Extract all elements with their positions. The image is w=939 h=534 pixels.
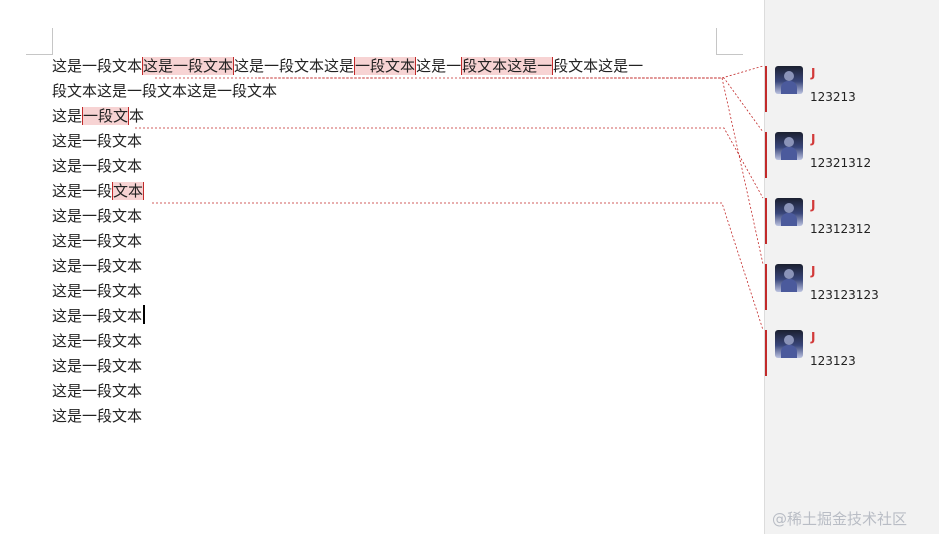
comment-marker-bar: [765, 198, 767, 244]
commented-text: 文本: [112, 182, 145, 200]
avatar[interactable]: [775, 330, 803, 358]
text-run: 这是一段文本: [52, 207, 143, 225]
text-run: 这是一段文本: [52, 282, 143, 300]
text-run: 这是一段文本这是: [234, 57, 355, 75]
page-corner-mark-right: [716, 28, 743, 55]
comment-marker-bar: [765, 330, 767, 376]
text-run: 这是一段文本: [52, 407, 143, 425]
comment-author: J: [811, 66, 816, 80]
document-line[interactable]: 这是一段文本: [52, 154, 724, 179]
comment-card[interactable]: J 12312312: [765, 198, 939, 244]
document-line[interactable]: 这是一段文本: [52, 204, 724, 229]
comment-author: J: [811, 330, 816, 344]
document-line[interactable]: 这是一段文本: [52, 104, 724, 129]
document-line[interactable]: 这是一段文本: [52, 279, 724, 304]
document-line[interactable]: 这是一段文本这是一段文本这是一段文本这是一段文本这是一段文本这是一段文本这是一: [52, 54, 724, 79]
document-page: 这是一段文本这是一段文本这是一段文本这是一段文本这是一段文本这是一段文本这是一段…: [26, 28, 743, 429]
avatar[interactable]: [775, 198, 803, 226]
comment-marker-bar: [765, 132, 767, 178]
text-run: 这是: [52, 107, 83, 125]
comment-card[interactable]: J 123213: [765, 66, 939, 112]
text-run: 段文本这是一段文本这是一段文本: [52, 82, 278, 100]
comment-text: 123123: [810, 354, 856, 368]
commented-text: 这是一段文本: [142, 57, 235, 75]
watermark: @稀土掘金技术社区: [772, 510, 908, 528]
comment-text: 12321312: [810, 156, 872, 170]
comment-card[interactable]: J 123123123: [765, 264, 939, 310]
text-run: 这是一段文本: [52, 132, 143, 150]
text-cursor: [143, 305, 146, 324]
document-line[interactable]: 这是一段文本: [52, 379, 724, 404]
avatar[interactable]: [775, 66, 803, 94]
text-run: 本: [129, 107, 145, 125]
text-run: 这是一段文本: [52, 332, 143, 350]
document-line[interactable]: 这是一段文本: [52, 229, 724, 254]
comment-author: J: [811, 132, 816, 146]
comment-marker-bar: [765, 66, 767, 112]
commented-text: 一段文: [82, 107, 130, 125]
commented-text: 段文本这是一: [461, 57, 554, 75]
text-run: 这是一段文本: [52, 57, 143, 75]
comment-marker-bar: [765, 264, 767, 310]
text-run: 这是一段文本: [52, 357, 143, 375]
commented-text: 一段文本: [354, 57, 417, 75]
comment-author: J: [811, 264, 816, 278]
document-line[interactable]: 这是一段文本: [52, 179, 724, 204]
text-run: 这是一段文本: [52, 257, 143, 275]
text-run: 这是一段文本: [52, 157, 143, 175]
text-run: 这是一段文本: [52, 382, 143, 400]
page-corner-mark-left: [26, 28, 53, 55]
document-line[interactable]: 这是一段文本: [52, 354, 724, 379]
comment-text: 123123123: [810, 288, 879, 302]
comment-text: 12312312: [810, 222, 872, 236]
document-line[interactable]: 这是一段文本: [52, 404, 724, 429]
document-line[interactable]: 这是一段文本: [52, 129, 724, 154]
text-run: 这是一段文本: [52, 307, 143, 325]
text-run: 这是一段: [52, 182, 113, 200]
comment-card[interactable]: J 123123: [765, 330, 939, 376]
text-run: 这是一段文本: [52, 232, 143, 250]
avatar[interactable]: [775, 132, 803, 160]
comment-author: J: [811, 198, 816, 212]
document-line[interactable]: 段文本这是一段文本这是一段文本: [52, 79, 724, 104]
document-line[interactable]: 这是一段文本: [52, 254, 724, 279]
text-run: 这是一: [416, 57, 462, 75]
document-line[interactable]: 这是一段文本: [52, 329, 724, 354]
document-text-area[interactable]: 这是一段文本这是一段文本这是一段文本这是一段文本这是一段文本这是一段文本这是一段…: [52, 54, 724, 429]
comment-text: 123213: [810, 90, 856, 104]
avatar[interactable]: [775, 264, 803, 292]
text-run: 段文本这是一: [553, 57, 644, 75]
document-line[interactable]: 这是一段文本: [52, 304, 724, 329]
comment-card[interactable]: J 12321312: [765, 132, 939, 178]
